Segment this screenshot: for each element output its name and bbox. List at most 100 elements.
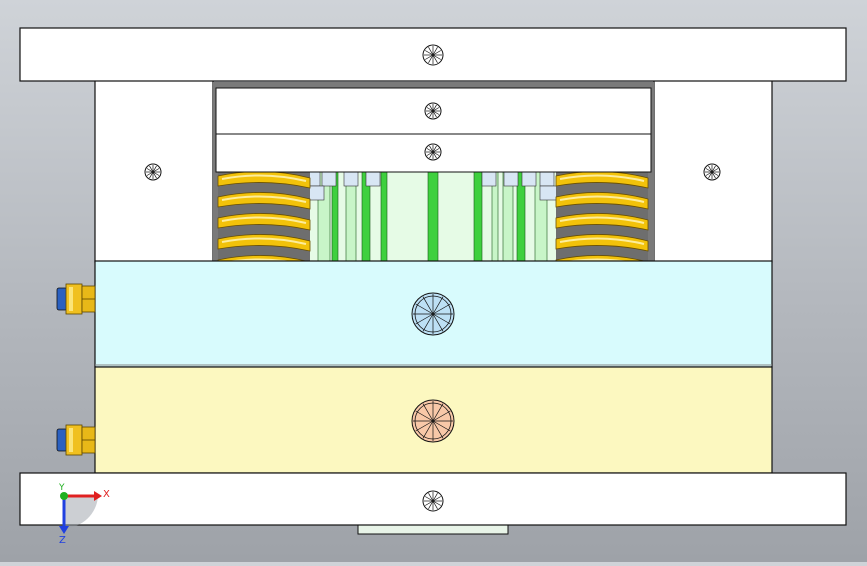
screw-spoke — [432, 107, 440, 112]
screw-spoke — [711, 171, 716, 179]
fitting-collet — [56, 287, 68, 311]
pin-head-cap — [481, 171, 497, 187]
water-fitting-upper[interactable] — [56, 283, 96, 315]
screw-spoke — [425, 496, 434, 502]
y-axis-label: Y — [58, 483, 65, 493]
y-axis-dot — [60, 492, 68, 500]
bottom-clamp-plate — [19, 472, 847, 526]
screw-spoke — [426, 151, 434, 156]
ejector-pin — [473, 171, 483, 263]
screw-spoke — [426, 110, 434, 115]
screw-spoke — [429, 145, 434, 153]
screw-spoke — [425, 500, 434, 506]
spring-highlight — [559, 174, 645, 182]
screw-spoke — [422, 420, 434, 439]
screw-spoke — [432, 54, 438, 63]
pin-head-cap — [365, 171, 381, 187]
spring-highlight — [221, 174, 307, 182]
pin-head-cap — [321, 171, 337, 187]
screw-spoke — [432, 104, 437, 112]
pin-head-cap — [343, 171, 359, 187]
screw-spoke — [146, 171, 154, 176]
screw-spoke — [432, 145, 437, 153]
screw-spoke — [146, 168, 154, 173]
screw-spoke — [432, 420, 444, 439]
screw-spoke — [415, 410, 434, 422]
screw-spoke — [432, 54, 441, 60]
screw-spoke — [426, 107, 434, 112]
screw-spoke — [432, 313, 444, 332]
fitting-body — [65, 424, 83, 456]
z-axis-label: Z — [59, 535, 66, 546]
screw-spoke — [426, 148, 434, 153]
ejector-pin — [380, 171, 388, 263]
screw-spoke — [149, 171, 154, 179]
screw-spoke — [432, 420, 451, 432]
screw-spoke — [428, 500, 434, 509]
screw-spoke — [432, 296, 444, 315]
fitting-collet — [56, 428, 68, 452]
screw-spoke — [708, 165, 713, 173]
screw-spoke — [711, 168, 719, 173]
screw-spoke — [422, 296, 434, 315]
screw-spoke — [429, 104, 434, 112]
fitting-shine — [69, 287, 73, 311]
screw-spoke — [705, 171, 713, 176]
screw-spoke — [432, 110, 440, 115]
screw-spoke — [432, 493, 438, 502]
screw-heads — [144, 44, 721, 512]
screw-spoke — [432, 303, 451, 315]
spring-highlight — [559, 195, 645, 203]
screw-spoke — [428, 47, 434, 56]
screw-spoke — [415, 313, 434, 325]
screw-spoke — [432, 410, 451, 422]
screw-spoke — [432, 151, 437, 159]
spring-highlight — [221, 195, 307, 203]
screw-spoke — [432, 403, 444, 422]
screw-spoke — [432, 110, 437, 118]
fitting-body — [65, 283, 83, 315]
triad-shadow-arc — [64, 496, 98, 529]
axis-triad: X Y Z — [58, 483, 110, 546]
screw-spoke — [152, 165, 157, 173]
screw-spoke — [152, 168, 160, 173]
screw-spoke — [708, 171, 713, 179]
screw-spoke — [429, 151, 434, 159]
ejector-pins — [305, 171, 559, 263]
pin-head-cap — [521, 171, 537, 187]
ejector-pin — [427, 171, 439, 263]
water-fitting-lower[interactable] — [56, 424, 96, 456]
screw-spoke — [432, 500, 441, 506]
pin-head-cap — [503, 171, 519, 187]
x-axis-arrow — [94, 491, 102, 501]
screw-spoke — [429, 110, 434, 118]
screw-spoke — [432, 496, 441, 502]
screw-spoke — [711, 165, 716, 173]
spring-highlight — [559, 237, 645, 245]
screw-spoke — [149, 165, 154, 173]
screw-spoke — [422, 313, 434, 332]
screw-spoke — [432, 148, 440, 153]
screw-spoke — [428, 54, 434, 63]
pin-head-cap — [539, 171, 555, 187]
screw-spoke — [432, 47, 438, 56]
screw-spoke — [428, 493, 434, 502]
screw-spoke — [432, 50, 441, 56]
screw-spoke — [711, 171, 719, 176]
right-spring — [555, 171, 649, 273]
spring-highlight — [221, 216, 307, 224]
fitting-shine — [69, 428, 73, 452]
screw-spoke — [432, 313, 451, 325]
spring-highlight — [559, 216, 645, 224]
z-axis-arrow — [59, 526, 69, 534]
screw-spoke — [425, 50, 434, 56]
screw-spoke — [152, 171, 160, 176]
screw-spoke — [432, 500, 438, 509]
screw-spoke — [425, 54, 434, 60]
left-spring — [217, 171, 311, 273]
screw-spoke — [152, 171, 157, 179]
spring-highlight — [221, 237, 307, 245]
pin-head-cap — [539, 185, 559, 201]
